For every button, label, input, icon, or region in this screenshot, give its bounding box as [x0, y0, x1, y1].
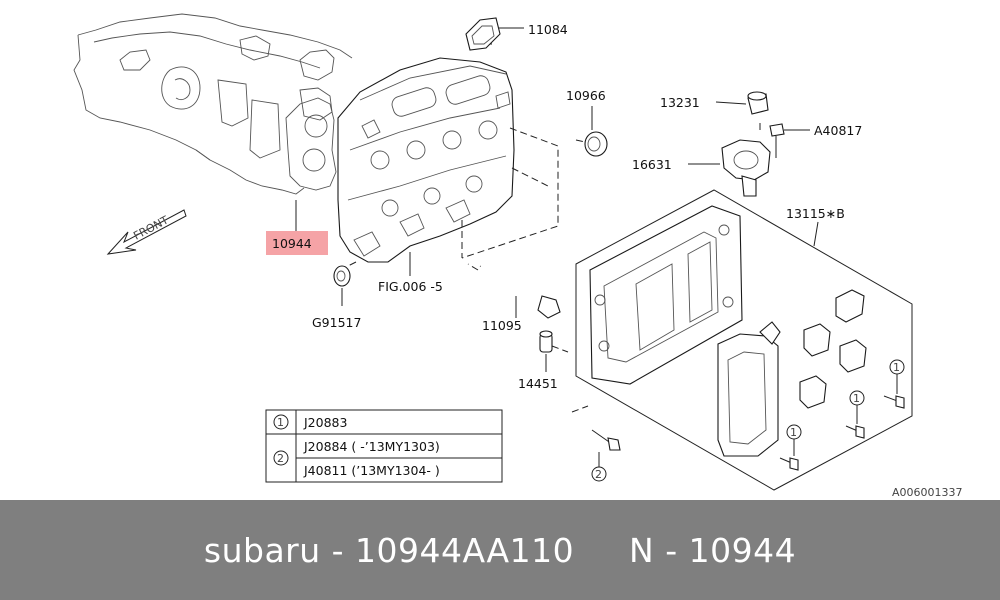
part-11084: [465, 17, 524, 51]
legend-row-2-text-b: J40811 (’13MY1304- ): [303, 463, 440, 478]
exploded-view-drawing: 1 1 1 2 FRONT 11084 10966 13231 A40817 1…: [73, 13, 963, 499]
label-16631: 16631: [632, 157, 672, 172]
marker-1-c: 1: [790, 426, 797, 439]
legend-table: 1 2 J20883 J20884 ( -’13MY1303) J40811 (…: [265, 409, 503, 483]
gap: [574, 531, 629, 570]
label-A40817: A40817: [814, 123, 862, 138]
highlight-box: [266, 231, 328, 255]
separator-2: -: [654, 530, 689, 570]
front-label: FRONT: [131, 213, 171, 242]
camshaft-carrier-group: [575, 189, 913, 491]
label-13115B: 13115∗B: [786, 206, 845, 221]
label-11084: 11084: [528, 22, 568, 37]
legend-row-2-text-a: J20884 ( -’13MY1303): [303, 439, 440, 454]
parts-diagram: 1 1 1 2 FRONT 11084 10966 13231 A40817 1…: [73, 13, 963, 499]
ref-number: 10944: [688, 530, 797, 570]
label-10966: 10966: [566, 88, 606, 103]
part-14451-stud: [539, 330, 553, 372]
marker-1-a: 1: [893, 361, 900, 374]
part-10966-seal: [584, 106, 608, 157]
part-13231-cap: [715, 91, 769, 115]
front-direction-arrow: FRONT: [106, 209, 187, 255]
label-11095: 11095: [482, 318, 522, 333]
marker-1-b: 1: [853, 392, 860, 405]
label-10944: 10944: [272, 236, 312, 251]
label-fig-ref: FIG.006 -5: [378, 279, 443, 294]
part-number: 10944AA110: [355, 530, 575, 570]
part-number-footer: subaru - 10944AA110 N - 10944: [0, 500, 1000, 600]
ref-prefix: N: [629, 530, 655, 570]
engine-block-outline: [73, 13, 353, 195]
label-14451: 14451: [518, 376, 558, 391]
marker-2-a: 2: [595, 468, 602, 481]
legend-marker-1: 1: [277, 416, 284, 429]
legend-row-1-text: J20883: [303, 415, 347, 430]
head-gasket: [285, 97, 337, 232]
legend-marker-2: 2: [277, 452, 284, 465]
part-11095-bolt: [479, 264, 561, 319]
cylinder-head: [337, 57, 515, 263]
separator: -: [320, 530, 356, 570]
label-13231: 13231: [660, 95, 700, 110]
label-G91517: G91517: [312, 315, 361, 330]
brand-name: subaru: [203, 530, 321, 570]
part-A40817-bolt: [769, 123, 810, 158]
reference-markers: 1 1 1 2: [591, 359, 905, 482]
part-16631-housing: [688, 139, 771, 197]
part-G91517-ring: [333, 265, 351, 306]
catalog-id: A006001337: [892, 486, 963, 499]
